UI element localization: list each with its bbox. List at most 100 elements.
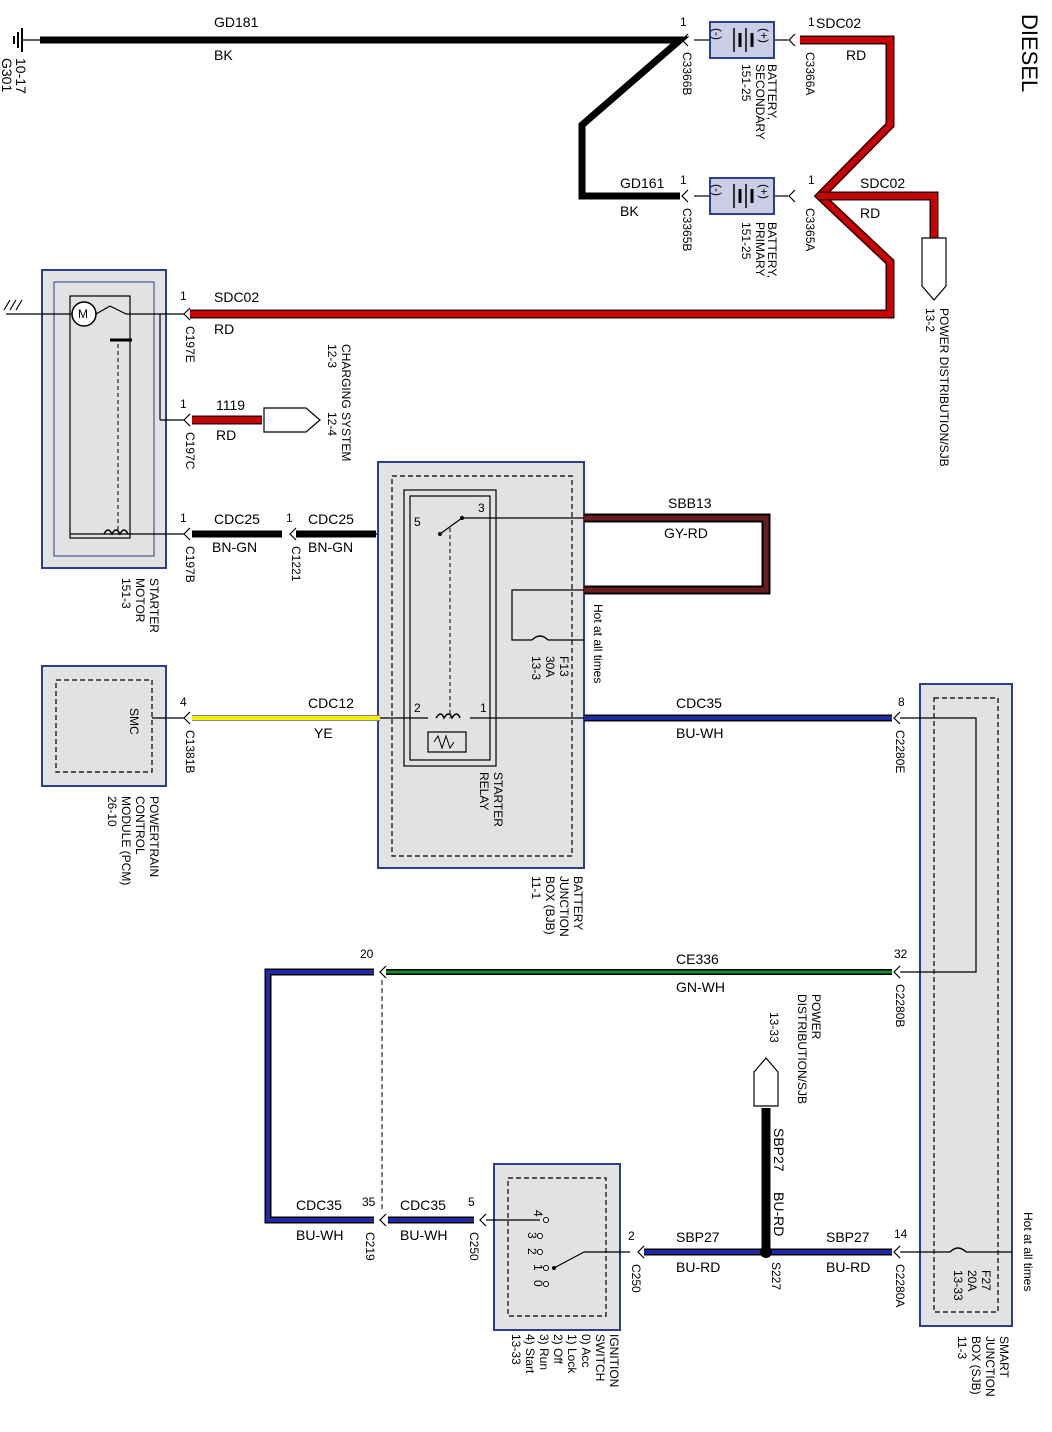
- relay-pin-1: 1: [480, 701, 487, 715]
- wire-gd181-color: BK: [214, 47, 233, 63]
- charging-system-name: CHARGING SYSTEM: [339, 344, 353, 461]
- ign-contact-3: 3: [525, 1232, 539, 1239]
- battery-secondary: (-) (+) BATTERY, SECONDARY 151-25: [694, 21, 788, 140]
- bjb-name: BATTERY: [571, 876, 585, 930]
- wire-cdc12-circuit: CDC12: [308, 695, 354, 711]
- wire-gd181-circuit: GD181: [214, 14, 259, 30]
- c2280a-id: C2280A: [893, 1264, 907, 1307]
- power-dist-top-name: POWER DISTRIBUTION/SJB: [937, 308, 951, 467]
- battery-primary-minus: (-): [710, 184, 724, 196]
- battery-secondary-name: BATTERY,: [765, 64, 779, 120]
- battery-secondary-line2: SECONDARY: [753, 64, 767, 140]
- battery-secondary-ref: 151-25: [739, 64, 753, 102]
- sjb-ref: 11-3: [955, 1336, 969, 1359]
- starter-relay-name: STARTER: [491, 772, 505, 827]
- ignition-pos-4: 4) Start: [523, 1334, 537, 1374]
- c2280e-pin: 8: [898, 695, 905, 709]
- wire-sdc02-starter-circuit: SDC02: [214, 289, 259, 305]
- wire-1119-circuit: 1119: [216, 397, 245, 413]
- c3365b-id: C3365B: [680, 208, 694, 251]
- wire-cdc35-b-circuit: CDC35: [296, 1197, 342, 1213]
- ground-id: G301: [0, 58, 15, 92]
- c197c-id: C197C: [183, 432, 197, 470]
- wire-gd161-color: BK: [620, 203, 639, 219]
- c197b-pin: 1: [180, 511, 187, 525]
- starter-relay-line2: RELAY: [477, 772, 491, 810]
- wire-1119-color: RD: [216, 427, 236, 443]
- bjb-line2: JUNCTION: [557, 876, 571, 937]
- wire-cdc35-c-circuit: CDC35: [400, 1197, 446, 1213]
- fuse-f27-rating: 20A: [965, 1270, 979, 1291]
- charging-system: CHARGING SYSTEM 12-3 12-4: [263, 344, 353, 461]
- wire-gd181: [40, 36, 690, 200]
- relay-pin-5: 5: [414, 515, 421, 529]
- bjb-ref: 11-1: [529, 876, 543, 899]
- battery-secondary-minus: (-): [710, 28, 724, 40]
- battery-secondary-plus: (+): [757, 28, 771, 43]
- relay-pin-3: 3: [478, 501, 485, 515]
- wire-sbp27-b-circuit: SBP27: [826, 1229, 870, 1245]
- wire-cdc25-a-color: BN-GN: [212, 539, 257, 555]
- fuse-f13-name: F13: [557, 656, 571, 677]
- s227-id: S227: [769, 1262, 783, 1290]
- ground-g301: G301 10-17: [0, 28, 40, 94]
- ign-contact-2: 2: [525, 1248, 539, 1255]
- pcm-name: POWERTRAIN: [147, 796, 161, 877]
- wire-cdc35-c-color: BU-WH: [400, 1227, 447, 1243]
- fuse-f13: Hot at all times F13 30A 13-3: [511, 589, 605, 683]
- ign-contact-4: 4: [531, 1210, 545, 1217]
- wire-cdc35-a-circuit: CDC35: [676, 695, 722, 711]
- fuse-f27-ref: 13-33: [951, 1270, 965, 1301]
- ignition-pos-3: 3) Run: [537, 1334, 551, 1370]
- ign-contact-1: 1: [531, 1264, 545, 1271]
- wire-sdc02-battery: [190, 35, 939, 319]
- c219-top-pin: 20: [360, 947, 374, 961]
- ignition-pos-2: 2) Off: [551, 1334, 565, 1364]
- wire-cdc35-b-color: BU-WH: [296, 1227, 343, 1243]
- wire-sdc02-top-color: RD: [846, 47, 866, 63]
- power-distribution-top: POWER DISTRIBUTION/SJB 13-2: [921, 237, 951, 467]
- svg-text:M: M: [78, 307, 88, 321]
- battery-primary-ref: 151-25: [739, 222, 753, 260]
- power-dist-bottom-name: POWER: [809, 994, 823, 1040]
- c250-a-pin: 5: [468, 1195, 475, 1209]
- wire-ce336-color: GN-WH: [676, 979, 725, 995]
- c3365a-pin: 1: [808, 173, 815, 187]
- sjb-line3: BOX (SJB): [969, 1336, 983, 1395]
- wire-sdc02-mid-color: RD: [860, 205, 880, 221]
- c1381b-pin: 4: [180, 695, 187, 709]
- bjb-line3: BOX (BJB): [543, 876, 557, 935]
- wire-gd161-circuit: GD161: [620, 175, 665, 191]
- c3366a-pin: 1: [808, 15, 815, 29]
- wire-cdc35-b: [264, 968, 374, 1224]
- c2280e-id: C2280E: [893, 730, 907, 773]
- c3366b-id: C3366B: [680, 52, 694, 95]
- wire-cdc25-a-circuit: CDC25: [214, 511, 260, 527]
- c2280b-id: C2280B: [893, 984, 907, 1027]
- wire-ce336-circuit: CE336: [676, 951, 719, 967]
- c197c-pin: 1: [180, 397, 187, 411]
- ignition-switch-line2: SWITCH: [593, 1334, 607, 1381]
- wire-cdc25-b-color: BN-GN: [308, 539, 353, 555]
- wire-sdc02-mid-circuit: SDC02: [860, 175, 905, 191]
- starter-motor-name: STARTER: [147, 578, 161, 633]
- c2280b-pin: 32: [894, 947, 908, 961]
- starter-motor-line2: MOTOR: [133, 578, 147, 623]
- diagram-title: DIESEL: [1017, 14, 1042, 92]
- ignition-pos-1: 1) Lock: [565, 1334, 579, 1374]
- wire-sbb13-color: GY-RD: [664, 525, 708, 541]
- c250-a-id: C250: [467, 1232, 481, 1261]
- wire-sbp27-a-circuit: SBP27: [676, 1229, 720, 1245]
- c1221-pin: 1: [286, 511, 293, 525]
- c219-pin: 35: [362, 1195, 376, 1209]
- power-distribution-bottom: POWER DISTRIBUTION/SJB 13-33: [753, 994, 823, 1107]
- fuse-f13-rating: 30A: [543, 656, 557, 677]
- battery-junction-box: 3 5 2 1 STARTER RELAY BATTERY JUNCTION B…: [377, 461, 585, 937]
- battery-primary-line2: PRIMARY: [753, 222, 767, 276]
- ignition-pos-0: 0) Acc: [579, 1334, 593, 1367]
- charging-system-ref2: 12-4: [325, 412, 339, 436]
- wire-cdc35-a-color: BU-WH: [676, 725, 723, 741]
- c250-b-id: C250: [629, 1264, 643, 1293]
- pcm-label: SMC: [127, 708, 141, 735]
